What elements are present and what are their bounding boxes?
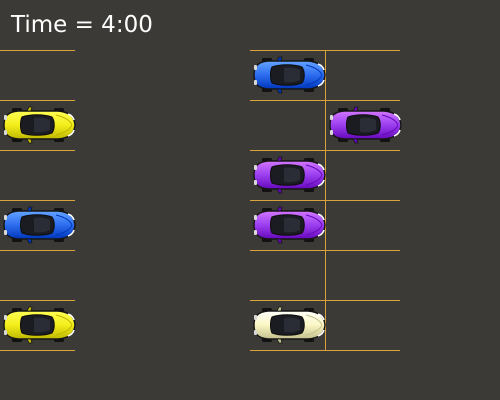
car-icon	[253, 206, 326, 244]
car-blue-left-2[interactable]	[0, 206, 76, 244]
car-purple-right-4[interactable]	[250, 206, 326, 244]
left-lane-line-4	[0, 200, 75, 201]
left-lane-line-6	[0, 300, 75, 301]
car-cream-right-6[interactable]	[250, 306, 326, 344]
car-icon	[253, 306, 326, 344]
car-purple-right-3[interactable]	[250, 156, 326, 194]
car-icon	[3, 106, 76, 144]
time-display: Time = 4:00	[11, 12, 153, 38]
car-icon	[253, 56, 326, 94]
left-lane-line-7	[0, 350, 75, 351]
left-lane-line-5	[0, 250, 75, 251]
car-icon	[3, 206, 76, 244]
car-icon	[3, 306, 76, 344]
car-icon	[329, 106, 402, 144]
car-yellow-left-3[interactable]	[0, 306, 76, 344]
left-lane-line-2	[0, 100, 75, 101]
right-divider-line	[325, 50, 326, 350]
left-lane-line-1	[0, 50, 75, 51]
left-lane-line-3	[0, 150, 75, 151]
car-purple-right-outer-2[interactable]	[326, 106, 402, 144]
car-blue-right-1[interactable]	[250, 56, 326, 94]
car-yellow-left-1[interactable]	[0, 106, 76, 144]
right-lane-line-7	[250, 350, 400, 351]
car-icon	[253, 156, 326, 194]
